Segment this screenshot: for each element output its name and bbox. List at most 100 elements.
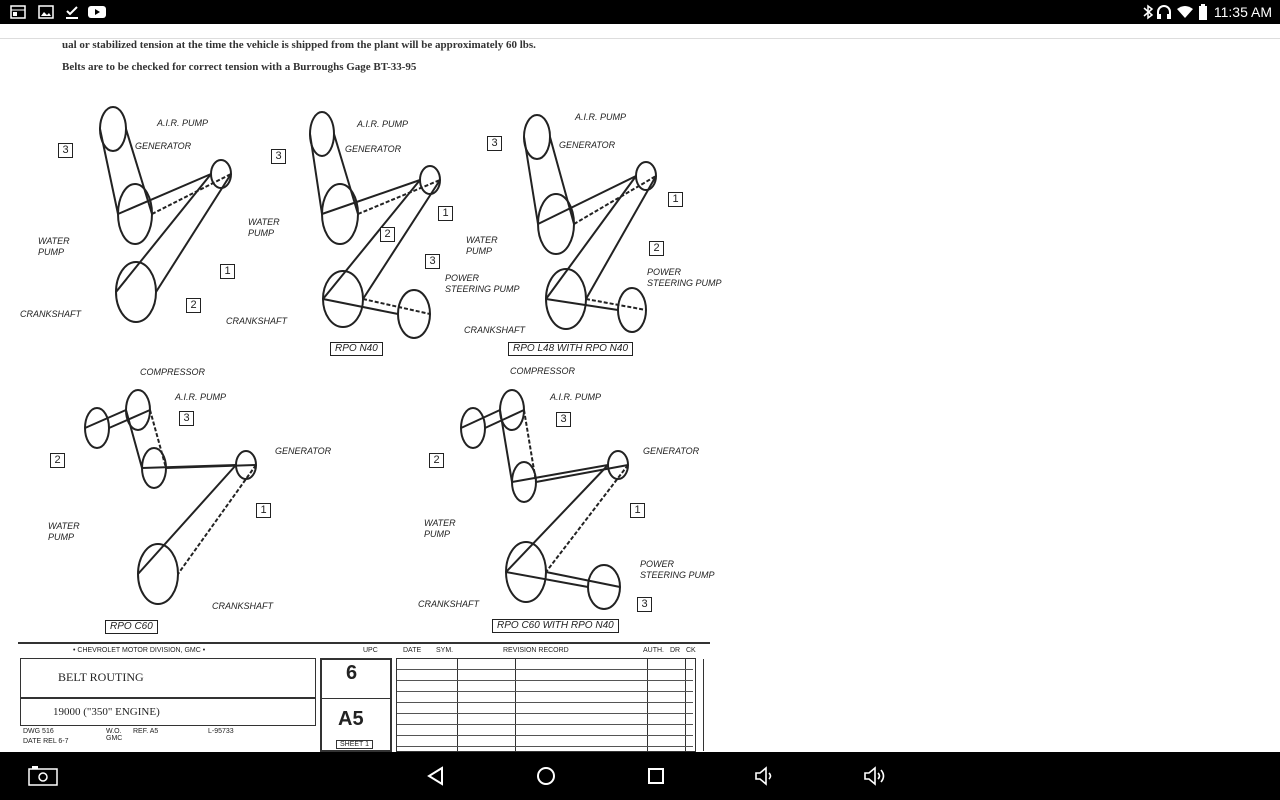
belt bbox=[177, 464, 257, 575]
table-line bbox=[397, 746, 693, 747]
belt bbox=[322, 179, 421, 300]
belt bbox=[484, 409, 525, 429]
pulley bbox=[117, 183, 153, 245]
diagram-label: GENERATOR bbox=[275, 446, 332, 456]
navigation-bar bbox=[0, 752, 1280, 800]
belt bbox=[545, 464, 629, 573]
upc-label: UPC bbox=[363, 647, 378, 654]
battery-icon bbox=[1199, 4, 1207, 20]
date-rel: DATE REL 6-7 bbox=[23, 738, 69, 745]
belt bbox=[549, 136, 575, 225]
belt bbox=[309, 133, 323, 215]
diagram-label: A.I.R. PUMP bbox=[550, 392, 602, 402]
pulley bbox=[397, 289, 431, 339]
rev-header: REVISION RECORD bbox=[503, 647, 569, 654]
belt bbox=[362, 179, 441, 300]
division-label: • CHEVROLET MOTOR DIVISION, GMC • bbox=[73, 647, 206, 654]
document-image-view[interactable]: ual or stabilized tension at the time th… bbox=[0, 24, 1280, 752]
rev-header: AUTH. bbox=[643, 647, 664, 654]
screenshot-icon[interactable] bbox=[28, 764, 58, 788]
rev-header: CK bbox=[686, 647, 696, 654]
table-line bbox=[397, 724, 693, 725]
rev-header: SYM. bbox=[436, 647, 454, 654]
pulley bbox=[322, 270, 364, 328]
belt bbox=[523, 409, 537, 483]
diagram-label: WATER PUMP bbox=[38, 236, 70, 257]
belt bbox=[585, 175, 657, 300]
table-line bbox=[397, 691, 693, 692]
belt-number: 3 bbox=[179, 411, 194, 426]
belt-number: 2 bbox=[50, 453, 65, 468]
diagram-label: A.I.R. PUMP bbox=[157, 118, 209, 128]
home-icon[interactable] bbox=[534, 764, 558, 788]
table-line bbox=[397, 680, 693, 681]
diagram-label: CRANKSHAFT bbox=[212, 601, 274, 611]
table-line bbox=[397, 713, 693, 714]
pulley bbox=[499, 389, 525, 431]
wo-label: W.O. GMC bbox=[106, 728, 123, 742]
title-block: • CHEVROLET MOTOR DIVISION, GMC • BELT R… bbox=[18, 642, 710, 752]
belt bbox=[573, 175, 657, 225]
belt bbox=[545, 298, 619, 311]
table-line bbox=[397, 669, 693, 670]
belt bbox=[357, 179, 441, 215]
diagram-label: WATER PUMP bbox=[248, 217, 280, 238]
belt bbox=[125, 409, 143, 469]
belt-number: 3 bbox=[425, 254, 440, 269]
diagram-label: GENERATOR bbox=[643, 446, 700, 456]
diagram-caption: RPO L48 WITH RPO N40 bbox=[508, 342, 634, 356]
text-line: ual or stabilized tension at the time th… bbox=[62, 39, 536, 51]
diagram-label: GENERATOR bbox=[135, 141, 192, 151]
diagram-label: POWER STEERING PUMP bbox=[640, 559, 715, 580]
belt bbox=[499, 409, 513, 483]
belt-number: 1 bbox=[438, 206, 453, 221]
bluetooth-icon bbox=[1143, 4, 1154, 20]
belt-diagrams bbox=[84, 106, 657, 610]
belt bbox=[149, 409, 167, 469]
belt-number: 3 bbox=[58, 143, 73, 158]
belt bbox=[505, 571, 589, 588]
belt bbox=[165, 464, 257, 469]
table-line bbox=[457, 659, 458, 751]
sheet-code: A5 bbox=[338, 708, 364, 730]
belt bbox=[151, 173, 232, 215]
diagram-label: CRANKSHAFT bbox=[20, 309, 82, 319]
belt-number: 1 bbox=[630, 503, 645, 518]
clock: 11:35 AM bbox=[1213, 4, 1272, 20]
belt-number: 3 bbox=[271, 149, 286, 164]
volume-down-icon[interactable] bbox=[753, 764, 777, 788]
belt-number: 2 bbox=[380, 227, 395, 242]
pulley bbox=[84, 407, 110, 449]
belt-number: 3 bbox=[637, 597, 652, 612]
diagram-label: POWER STEERING PUMP bbox=[445, 273, 520, 294]
diagram-label: GENERATOR bbox=[345, 144, 402, 154]
rev-header: DR bbox=[670, 647, 681, 654]
pulley bbox=[419, 165, 441, 195]
diagram-label: COMPRESSOR bbox=[140, 367, 206, 377]
belt bbox=[99, 128, 119, 215]
pulley bbox=[309, 111, 335, 157]
volume-up-icon[interactable] bbox=[863, 764, 887, 788]
status-bar: 11:35 AM bbox=[0, 0, 1280, 24]
dwg-number: DWG 516 bbox=[23, 728, 54, 735]
table-line bbox=[647, 659, 648, 751]
table-line bbox=[703, 659, 704, 751]
rev-header: DATE bbox=[403, 647, 422, 654]
diagram-label: A.I.R. PUMP bbox=[575, 112, 627, 122]
diagram-label: A.I.R. PUMP bbox=[175, 392, 227, 402]
belt-number: 3 bbox=[556, 412, 571, 427]
belt bbox=[155, 173, 232, 293]
belt-number: 2 bbox=[429, 453, 444, 468]
belt-number: 1 bbox=[668, 192, 683, 207]
drawing-title: BELT ROUTING bbox=[58, 670, 144, 684]
pulley bbox=[523, 114, 551, 160]
belt bbox=[523, 136, 539, 225]
diagram-label: COMPRESSOR bbox=[510, 366, 576, 376]
belt bbox=[137, 464, 237, 575]
wifi-icon bbox=[1177, 6, 1193, 18]
diagram-label: POWER STEERING PUMP bbox=[647, 267, 722, 288]
back-icon[interactable] bbox=[424, 764, 448, 788]
table-line bbox=[397, 702, 693, 703]
recents-icon[interactable] bbox=[644, 764, 668, 788]
sheet-label: SHEET 1 bbox=[336, 740, 374, 749]
